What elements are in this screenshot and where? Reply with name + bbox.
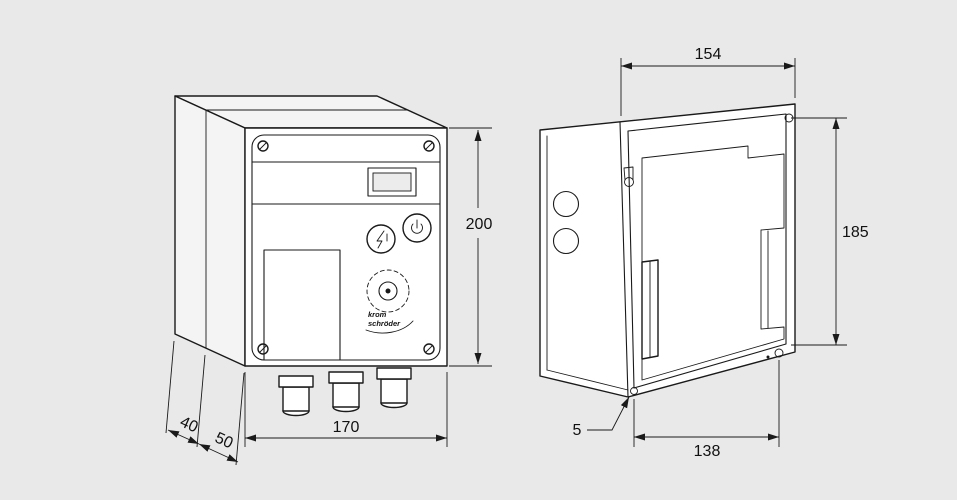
- dim-label-width-top: 154: [695, 46, 722, 63]
- dimension-rear-width-top: 154: [620, 46, 796, 116]
- cable-gland-middle: [328, 371, 364, 413]
- inner-rim: [627, 113, 787, 389]
- cable-gland-right: [376, 367, 412, 409]
- dimension-hole-offset: 5: [573, 396, 630, 439]
- housing-outline: [539, 103, 796, 398]
- left-rail: [641, 259, 659, 360]
- power-icon: [411, 223, 423, 234]
- screw-top-right: [423, 140, 435, 152]
- dimension-depths: 40 50: [165, 340, 245, 466]
- front-cover-outline: [251, 134, 441, 361]
- label-area: [263, 249, 341, 361]
- dim-label-hole-offset: 5: [573, 422, 582, 439]
- reset-button: [366, 224, 396, 254]
- knockout-hole-lower: [552, 227, 580, 255]
- dial: [366, 269, 410, 313]
- dim-label-width: 170: [333, 419, 360, 436]
- brand-logo: krom schröder: [365, 310, 414, 334]
- brand-swoosh: [365, 320, 414, 334]
- power-button: [402, 213, 432, 243]
- screw-top-left: [257, 140, 269, 152]
- rear-view: 154 185 138 5: [539, 46, 869, 460]
- screw-bottom-right: [423, 343, 435, 355]
- display-window: [367, 167, 417, 197]
- cable-gland-left: [278, 375, 314, 417]
- mounting-slot: [623, 166, 634, 187]
- side-wall-edge: [619, 121, 629, 398]
- screw-hole-bottom-right: [774, 348, 784, 358]
- dimension-front-height: 200: [449, 127, 493, 367]
- dim-label-rear-height: 185: [842, 224, 869, 241]
- reset-icon: [376, 230, 385, 249]
- dimension-front-width: 170: [244, 372, 448, 447]
- dim-label-height: 200: [466, 216, 493, 233]
- brand-line1: krom: [368, 310, 387, 319]
- dim-label-depth-cover: 50: [212, 429, 235, 452]
- box-front-face: [244, 127, 448, 367]
- front-view: krom schröder 200: [165, 95, 493, 466]
- dimension-rear-width-bottom: 138: [633, 360, 780, 460]
- brand-line2: schröder: [368, 319, 401, 328]
- box-left-face: [174, 95, 246, 367]
- dim-label-depth-housing: 40: [177, 413, 200, 436]
- screw-bottom-left: [257, 343, 269, 355]
- dim-label-width-bottom: 138: [694, 443, 721, 460]
- floor-contour: [641, 145, 785, 381]
- dimension-rear-height: 185: [791, 117, 869, 346]
- knockout-hole-upper: [552, 190, 580, 218]
- fixing-hole-bottom-left: [630, 387, 638, 395]
